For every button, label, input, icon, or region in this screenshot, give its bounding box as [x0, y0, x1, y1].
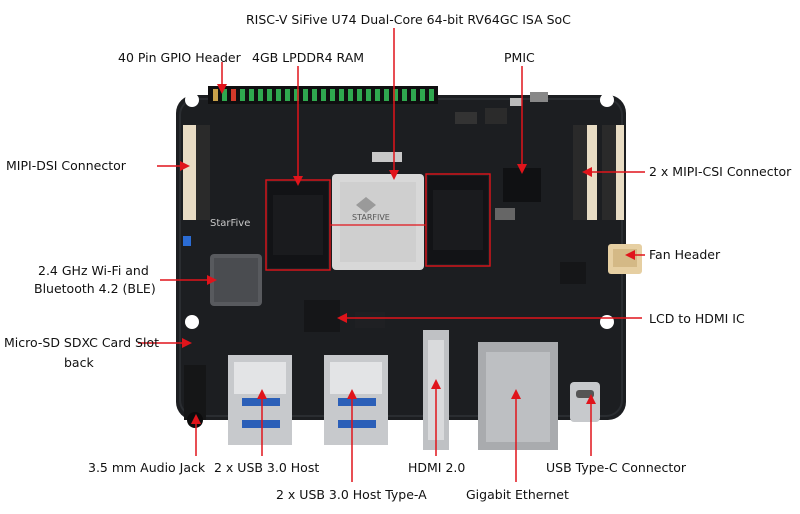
ram-highlight-box — [425, 173, 491, 267]
mounting-hole — [600, 93, 614, 107]
soc-logo-icon — [356, 197, 376, 213]
label-ethernet: Gigabit Ethernet — [466, 487, 569, 502]
label-fan: Fan Header — [649, 247, 721, 262]
label-gpio: 40 Pin GPIO Header — [118, 50, 241, 65]
annotation-lines — [138, 28, 645, 482]
label-usb-host: 2 x USB 3.0 Host — [214, 460, 320, 475]
label-microsd-2: back — [64, 355, 94, 370]
annotation-arrowheads — [180, 84, 635, 424]
mounting-hole — [600, 315, 614, 329]
usb-port-right — [324, 355, 388, 445]
mounting-hole — [185, 315, 199, 329]
label-wifi-1: 2.4 GHz Wi-Fi and — [38, 263, 149, 278]
label-pmic: PMIC — [504, 50, 535, 65]
label-mipi-dsi: MIPI-DSI Connector — [6, 158, 126, 173]
label-wifi-2: Bluetooth 4.2 (BLE) — [34, 281, 156, 296]
label-usbc: USB Type-C Connector — [546, 460, 687, 475]
label-ram: 4GB LPDDR4 RAM — [252, 50, 365, 65]
board-logo-text: StarFive — [210, 218, 251, 229]
mipi-dsi-connector — [183, 125, 210, 220]
usb-port-left — [228, 355, 292, 445]
usbc-port — [570, 382, 600, 422]
label-audio: 3.5 mm Audio Jack — [88, 460, 206, 475]
lcd-hdmi-chip — [304, 300, 340, 332]
gpio-header — [208, 86, 438, 104]
label-soc: RISC-V SiFive U74 Dual-Core 64-bit RV64G… — [246, 12, 571, 27]
soc-marking-text: STARFIVE — [352, 213, 390, 222]
label-usb-host-a: 2 x USB 3.0 Host Type-A — [276, 487, 427, 502]
mounting-hole — [185, 93, 199, 107]
label-mipi-csi: 2 x MIPI-CSI Connector — [649, 164, 792, 179]
label-hdmi: HDMI 2.0 — [408, 460, 466, 475]
label-lcd-hdmi: LCD to HDMI IC — [649, 311, 745, 326]
label-microsd-1: Micro-SD SDXC Card Slot — [4, 335, 160, 350]
